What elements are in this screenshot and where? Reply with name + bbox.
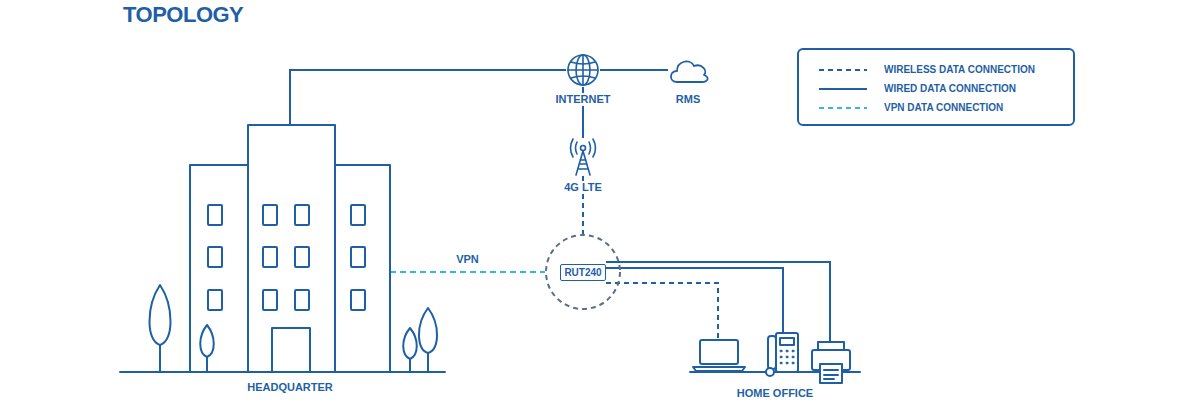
tower-node: 4G LTE	[566, 138, 600, 176]
legend-swatch	[818, 65, 868, 75]
legend-swatch	[818, 84, 868, 94]
building-node: HEADQUARTER	[190, 125, 390, 372]
diagram-title: TOPOLOGY	[123, 2, 243, 28]
wired-link	[290, 70, 566, 125]
legend-entry: WIRED DATA CONNECTION	[818, 79, 1073, 98]
device-name: RUT240	[560, 264, 605, 281]
node-label: HEADQUARTER	[245, 381, 335, 394]
building-icon	[190, 125, 390, 372]
cloud-icon	[668, 56, 708, 84]
node-label: RMS	[674, 93, 702, 106]
wired-link	[600, 69, 668, 71]
node-label: 4G LTE	[562, 181, 604, 194]
wired-wire	[606, 268, 783, 333]
edge-label: VPN	[454, 253, 481, 266]
router-node: RUT240	[545, 234, 621, 310]
title-wrap: TOPOLOGY	[123, 2, 243, 28]
tower-icon	[566, 138, 600, 176]
legend-text: WIRED DATA CONNECTION	[884, 83, 1016, 94]
wired-wire	[606, 262, 830, 342]
legend-text: VPN DATA CONNECTION	[884, 102, 1003, 113]
office-node: HOME OFFICE	[690, 330, 860, 372]
legend-text: WIRELESS DATA CONNECTION	[884, 64, 1035, 75]
office-icon	[690, 330, 860, 372]
legend-entry: WIRELESS DATA CONNECTION	[818, 60, 1073, 79]
cloud-node: RMS	[668, 56, 708, 84]
wireless-wire	[606, 283, 718, 340]
legend-swatch	[818, 103, 868, 113]
legend-entry: VPN DATA CONNECTION	[818, 98, 1073, 117]
globe-icon	[566, 53, 600, 87]
node-label: HOME OFFICE	[735, 387, 815, 400]
internet-node: INTERNET	[566, 53, 600, 87]
edge-label-wrap: VPN	[454, 253, 481, 266]
node-label: INTERNET	[554, 93, 613, 106]
legend-box: WIRELESS DATA CONNECTION WIRED DATA CONNE…	[797, 48, 1075, 126]
vpn-link	[390, 271, 545, 273]
